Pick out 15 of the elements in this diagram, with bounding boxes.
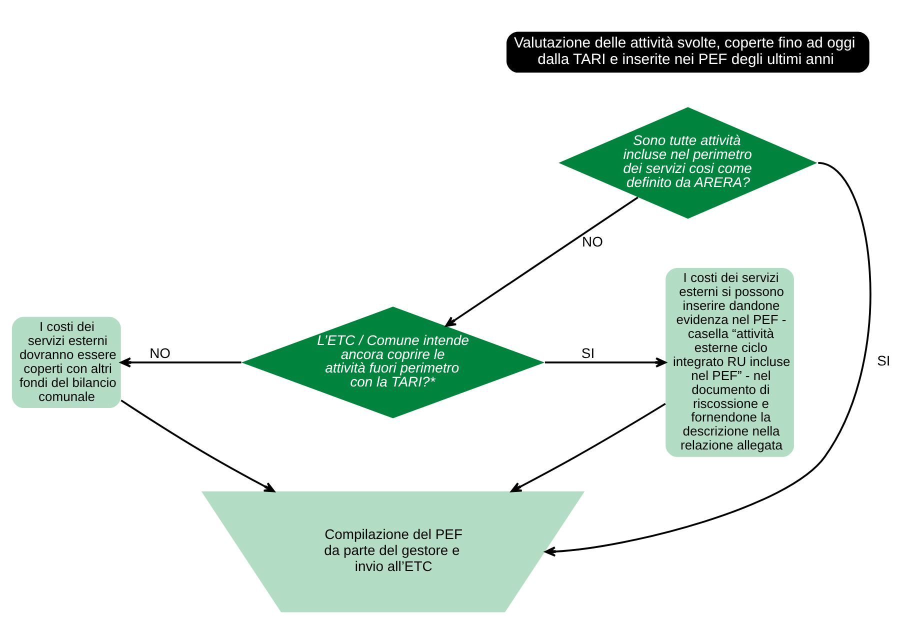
arrow <box>445 196 638 327</box>
arrow <box>544 162 872 557</box>
arrow <box>544 357 666 368</box>
node-box: I costi dei servizi esterni si possono inserire dandone evidenza nel PEF - casella “attività esterne ciclo integrato RU incluse nel PEF” - nel documento di riscossione e fornendone la descrizione nella relazione allegata <box>666 268 794 457</box>
node-diamond: L’ETC / Comune intende ancora coprire le attività fuori perimetro con la TARI?* <box>241 306 545 418</box>
edge-label: NO <box>582 234 603 250</box>
node-box: Valutazione delle attività svolte, coperte fino ad oggi dalla TARI e inserite nei PEF degli ultimi anni <box>506 32 870 73</box>
arrow <box>120 400 275 492</box>
edge-label: NO <box>150 344 171 361</box>
edge-label: SI <box>877 352 890 369</box>
arrow <box>120 357 242 368</box>
edge-label: SI <box>581 344 595 361</box>
node-box: I costi dei servizi esterni dovranno essere coperti con altri fondi del bilancio comunale <box>12 316 121 408</box>
node-diamond: Sono tutte attività incluse nel perimetro dei servizi cosi come definito da ARERA? <box>558 107 818 219</box>
arrow <box>510 402 666 492</box>
